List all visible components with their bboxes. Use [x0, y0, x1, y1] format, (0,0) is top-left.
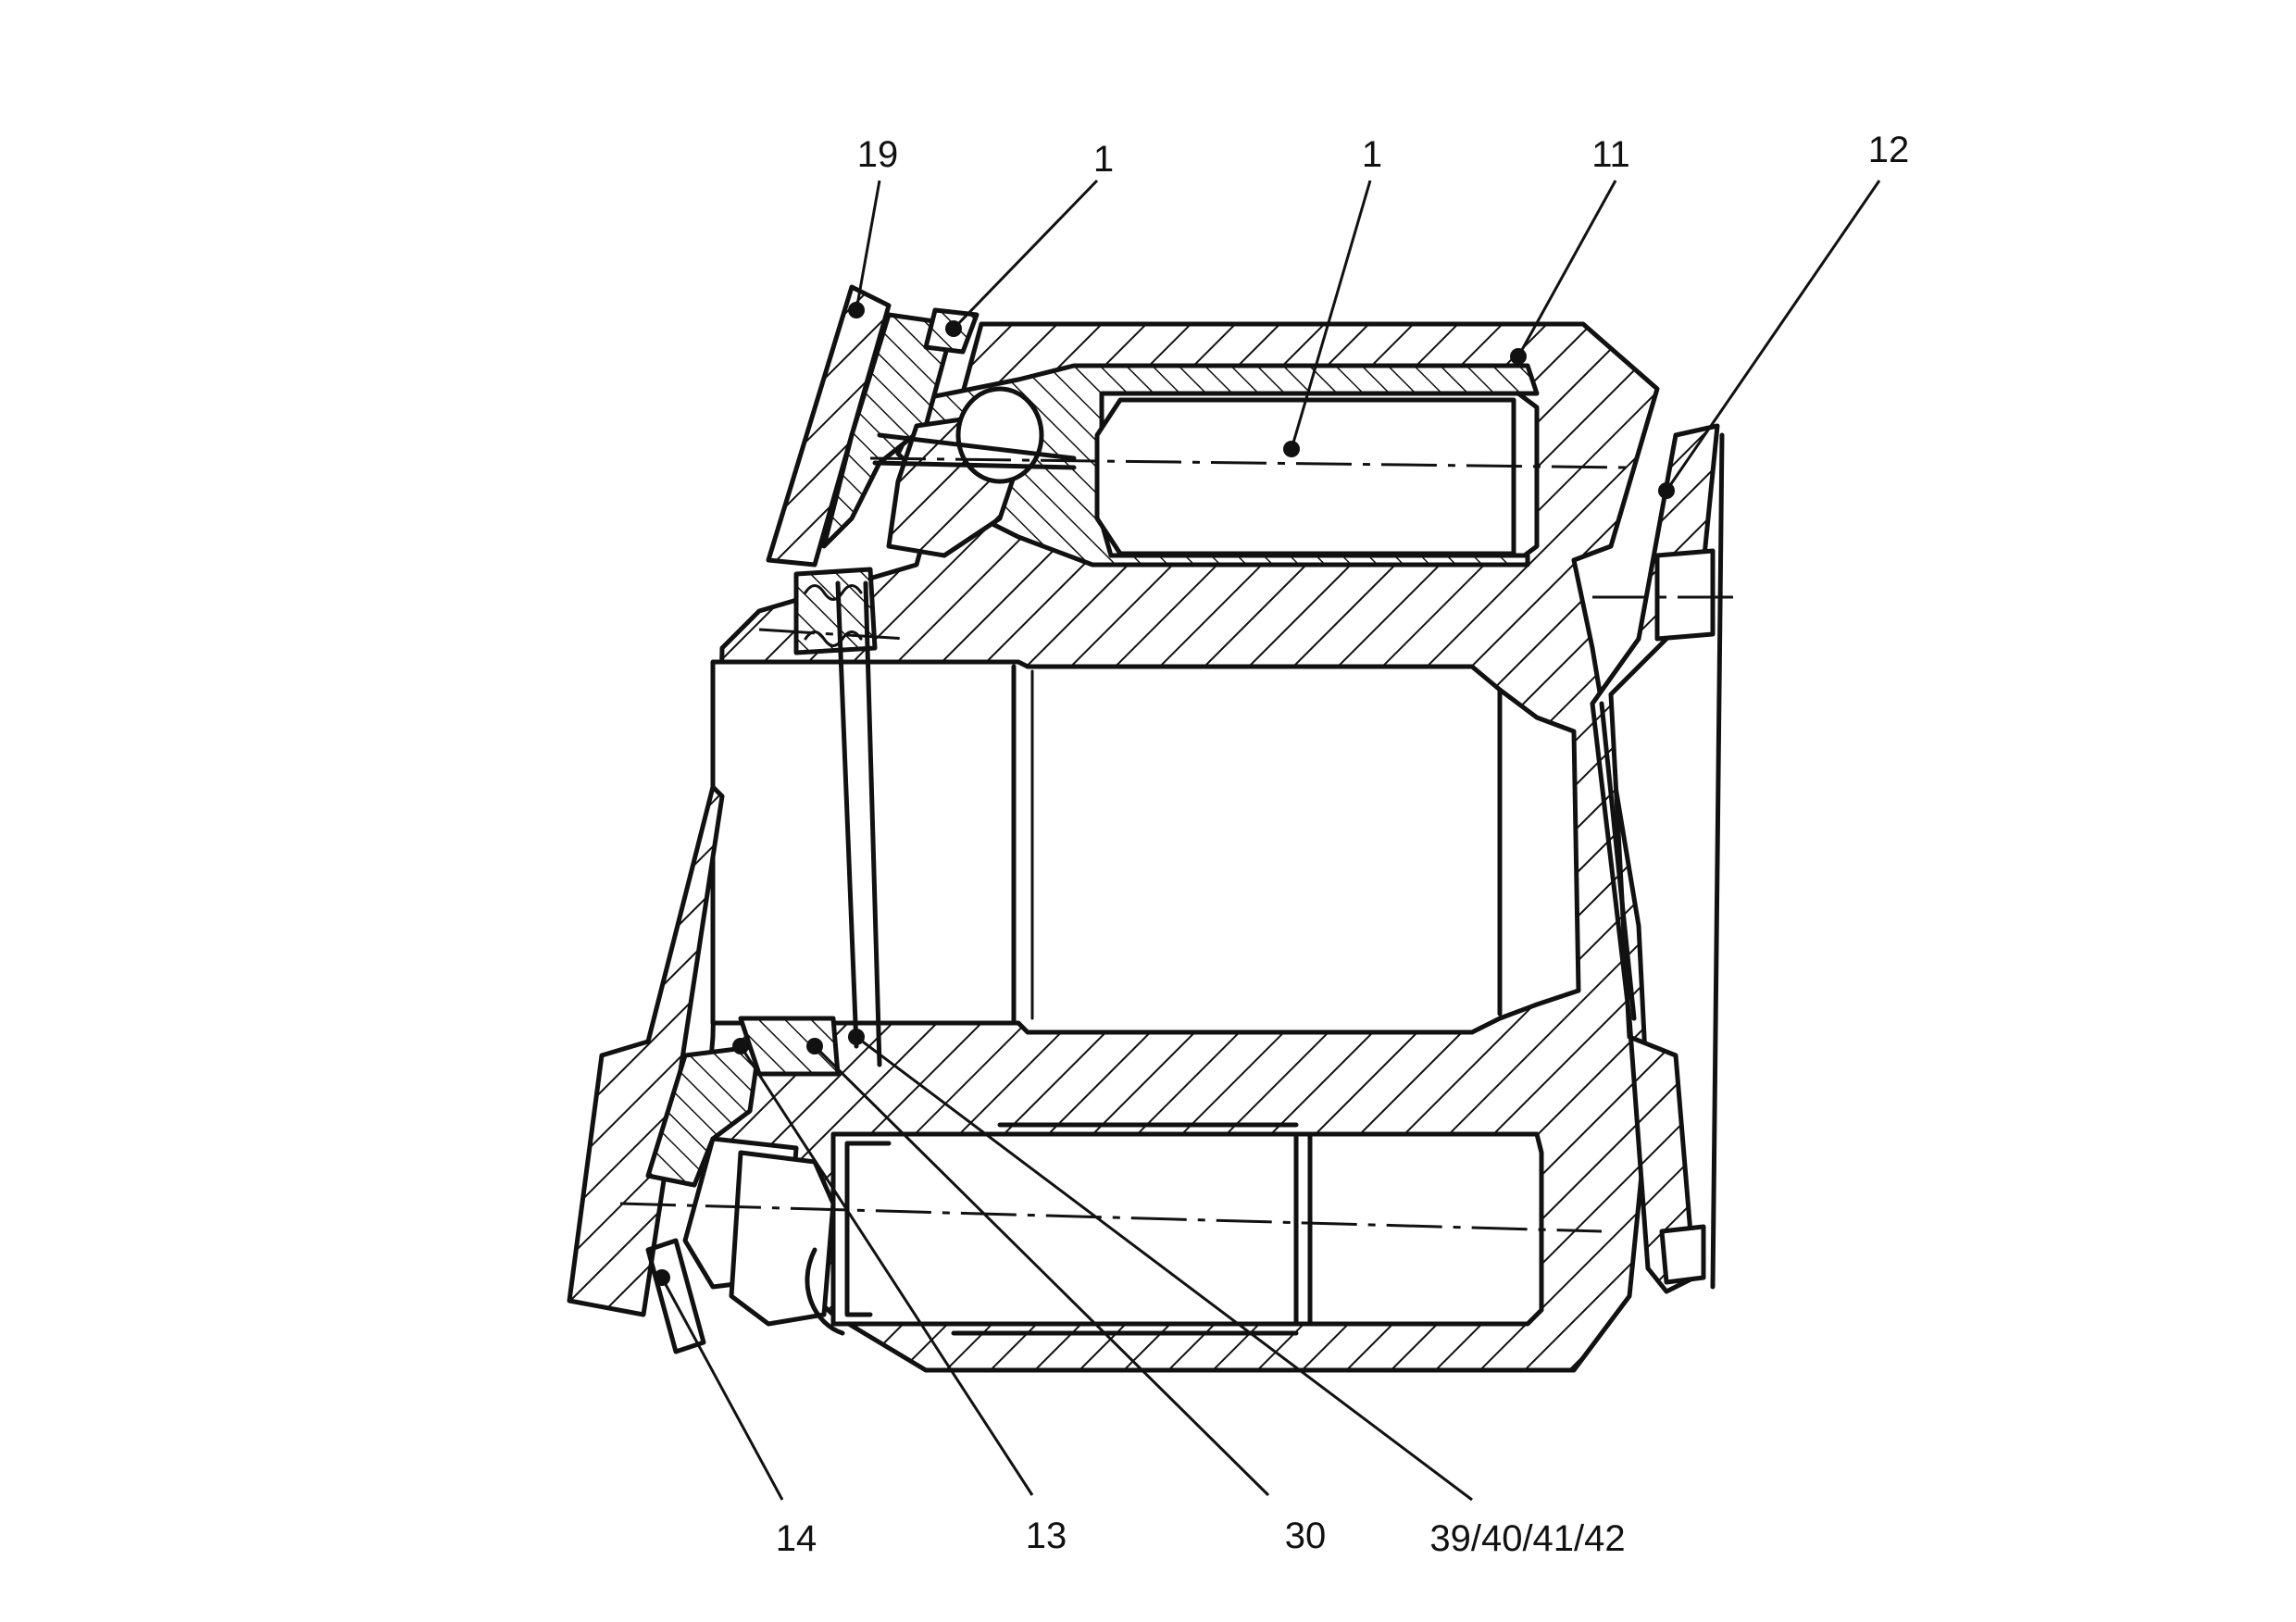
upper-piston-cavity	[1094, 397, 1516, 556]
swash-plate-lower	[567, 784, 725, 1317]
callout-label-12: 12	[1868, 130, 1910, 170]
leader-1b	[1290, 180, 1372, 450]
spring-housing-upper	[793, 567, 878, 655]
valve-plate-face	[1710, 432, 1725, 1290]
shoe-lower-pin	[645, 1238, 706, 1354]
push-rod-right	[863, 580, 882, 1067]
slipper-channel	[877, 432, 1077, 461]
callout-label-1b: 1	[1362, 134, 1382, 175]
shoe-lower-curve	[805, 1247, 845, 1336]
leader-39	[855, 1035, 1473, 1502]
lower-piston	[830, 1131, 1544, 1327]
leader-12	[1665, 180, 1881, 492]
centerline-bore-small	[758, 628, 908, 641]
lower-piston-bracket	[844, 1141, 892, 1317]
spring-coil-upper	[804, 584, 863, 647]
valve-plate-lower-port	[1659, 1224, 1706, 1285]
leader-30	[813, 1044, 1270, 1497]
callout-label-14: 14	[776, 1518, 817, 1559]
leader-19	[855, 180, 881, 311]
callout-label-11: 11	[1591, 134, 1630, 175]
callout-label-30: 30	[1285, 1516, 1327, 1556]
callout-label-19: 19	[857, 134, 899, 175]
leader-13	[739, 1045, 1034, 1496]
push-rod-left	[835, 580, 859, 1049]
centerline-lower-piston	[619, 1202, 1603, 1233]
callout-label-1a: 1	[1093, 139, 1114, 180]
valve-plate-inner-edge	[1599, 701, 1637, 1021]
leader-11	[1516, 180, 1617, 357]
centerline-upper-piston	[869, 456, 1630, 469]
leader-14	[660, 1277, 784, 1501]
swash-plate-upper	[766, 284, 892, 568]
spring-housing-lower	[738, 1016, 841, 1077]
callout-label-13: 13	[1026, 1516, 1067, 1556]
central-bore	[710, 659, 1581, 1035]
slipper-channel-2	[872, 460, 1077, 470]
callout-label-39-40-41-42: 39/40/41/42	[1429, 1518, 1625, 1559]
shoe-lower-body	[729, 1150, 836, 1327]
leader-1a	[952, 179, 1099, 331]
valve-plate-port	[1654, 548, 1716, 642]
